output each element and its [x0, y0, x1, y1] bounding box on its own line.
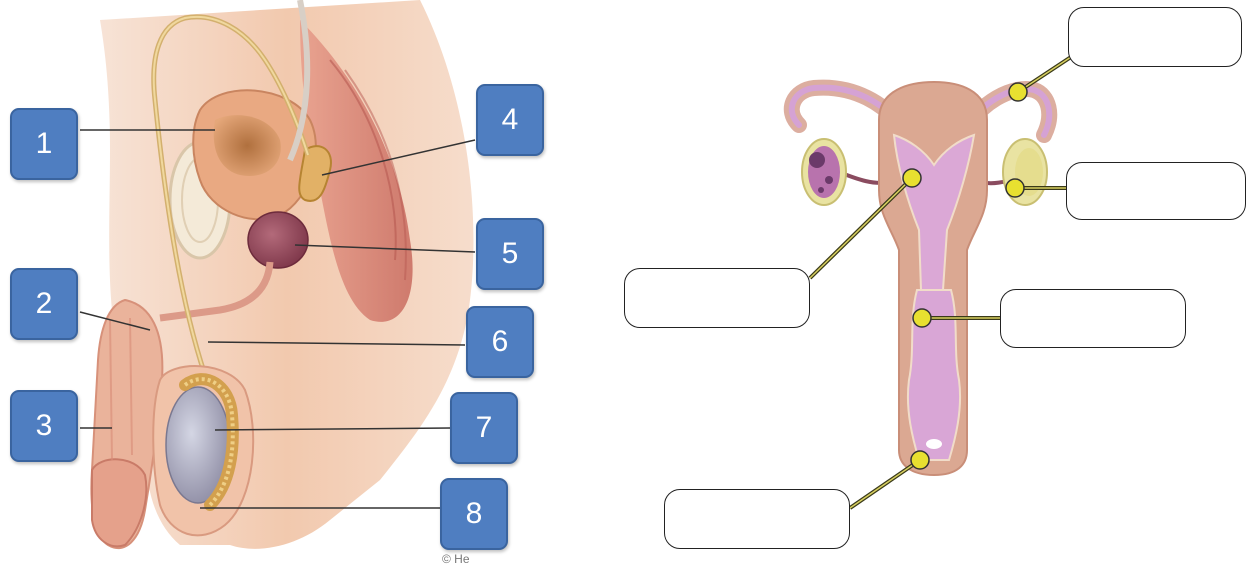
label-box-4: 4: [476, 84, 544, 156]
label-box-8: 8: [440, 478, 508, 550]
answer-box-uterus[interactable]: [624, 268, 810, 328]
image-credit: © He: [442, 552, 470, 566]
marker-cervix: [913, 309, 931, 327]
label-box-2: 2: [10, 268, 78, 340]
label-box-3: 3: [10, 390, 78, 462]
label-box-1: 1: [10, 108, 78, 180]
prostate: [248, 212, 308, 268]
marker-uterus: [903, 169, 921, 187]
answer-box-vagina[interactable]: [664, 489, 850, 549]
answer-box-ovary[interactable]: [1066, 162, 1246, 220]
marker-ovary: [1006, 179, 1024, 197]
label-box-6: 6: [466, 306, 534, 378]
label-box-7: 7: [450, 392, 518, 464]
label-box-5: 5: [476, 218, 544, 290]
marker-vagina: [911, 451, 929, 469]
answer-box-fallopian-tube[interactable]: [1068, 7, 1242, 67]
pointer-line-fallopian-inner: [1018, 55, 1074, 92]
marker-fallopian-tube: [1009, 83, 1027, 101]
answer-box-cervix[interactable]: [1000, 289, 1186, 348]
